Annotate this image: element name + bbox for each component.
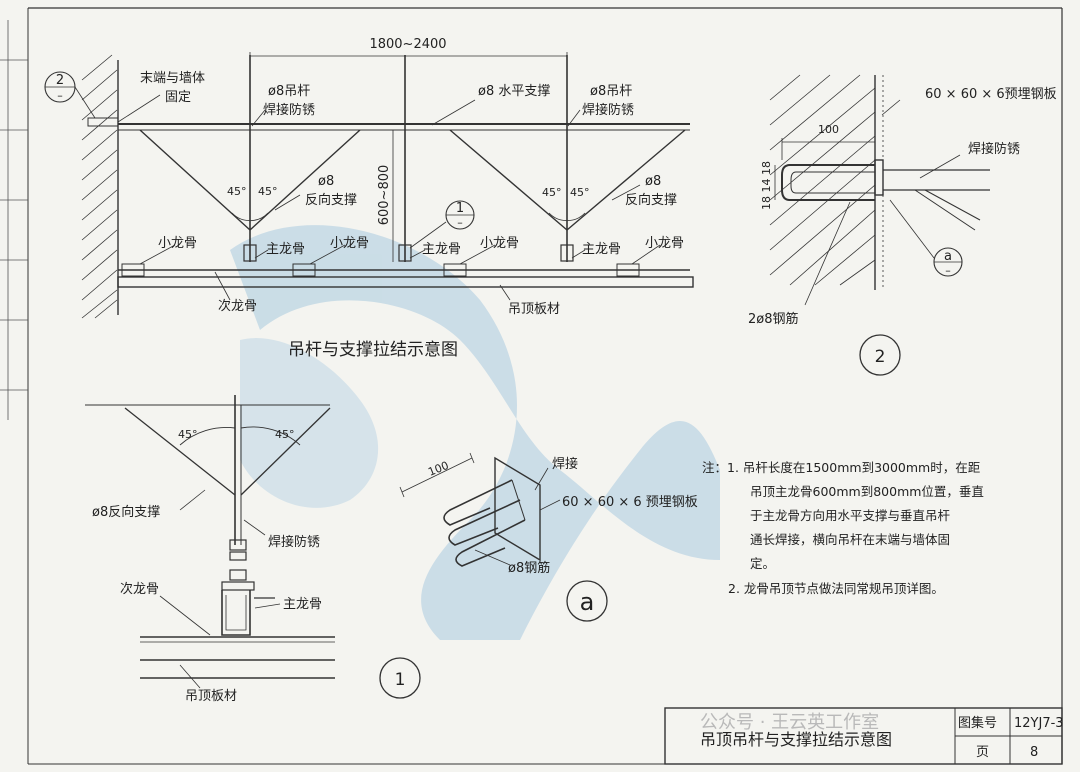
detail-2 [769, 74, 990, 376]
label-secondary-keel: 次龙骨 [120, 581, 159, 597]
detail-1 [85, 395, 421, 699]
callout-2-num: 2 [56, 73, 64, 88]
main-diagram [44, 52, 694, 319]
callout-1-num: 1 [456, 201, 464, 216]
title-block [664, 707, 1063, 765]
detail-1-labels: 45° 45° ø8反向支撑 焊接防锈 次龙骨 主龙骨 吊顶板材 1 [92, 428, 405, 704]
callout-a-num: a [944, 249, 952, 264]
detail-1-label-circle [379, 657, 421, 699]
angle-label: 45° [570, 186, 590, 199]
dimension-height: 600~800 [377, 165, 392, 226]
angle-label: 45° [258, 185, 278, 198]
wall-hatch [81, 54, 118, 319]
label-main-keel: 主龙骨 [283, 597, 322, 612]
label-main-keel: 主龙骨 [266, 242, 305, 257]
small-keel [443, 263, 467, 277]
note-line: 于主龙骨方向用水平支撑与垂直吊杆 [750, 508, 951, 523]
label-ceiling-board: 吊顶板材 [508, 302, 560, 317]
label-small-keel: 小龙骨 [645, 236, 684, 251]
small-keel [121, 263, 145, 277]
watermark-graphic [230, 225, 720, 640]
dim-100: 100 [818, 123, 839, 136]
detail-a-labels: 100 焊接 60 × 60 × 6 预埋钢板 ø8钢筋 a [426, 456, 698, 616]
label-rod-left-1: ø8吊杆 [268, 84, 310, 99]
note-line: 通长焊接，横向吊杆在末端与墙体固 [750, 532, 950, 547]
page-label: 页 [976, 745, 989, 760]
label-main-keel: 主龙骨 [422, 242, 461, 257]
label-rebar: ø8钢筋 [508, 560, 550, 576]
label-rod-right-2: 焊接防锈 [582, 102, 634, 118]
detail-a-label: a [580, 588, 595, 616]
dims-left: 18 14 18 [760, 161, 773, 210]
small-keel [616, 263, 640, 277]
label-rod-left-2: 焊接防锈 [263, 102, 315, 118]
small-keel [292, 263, 316, 277]
label-small-keel: 小龙骨 [480, 236, 519, 251]
label-rebar: 2ø8钢筋 [748, 311, 799, 327]
note-line: 2. 龙骨吊顶节点做法同常规吊顶详图。 [728, 581, 944, 596]
label-ceiling-board: 吊顶板材 [185, 689, 237, 704]
label-reverse: ø8反向支撑 [92, 504, 160, 520]
detail-2-label-circle [859, 334, 901, 376]
main-diagram-title: 吊杆与支撑拉结示意图 [288, 340, 458, 360]
label-plate: 60 × 60 × 6 预埋钢板 [562, 495, 698, 510]
title-block-title: 吊顶吊杆与支撑拉结示意图 [700, 730, 892, 749]
note-line: 吊顶主龙骨600mm到800mm位置，垂直 [750, 484, 984, 499]
label-reverse-mid-2: 反向支撑 [305, 192, 357, 208]
label-rod-right-1: ø8吊杆 [590, 84, 632, 99]
label-horizontal-brace: ø8 水平支撑 [478, 84, 550, 99]
angle-label: 45° [227, 185, 247, 198]
dimension-span: 1800~2400 [369, 37, 446, 52]
label-secondary-keel: 次龙骨 [218, 298, 257, 314]
notes: 注：1. 吊杆长度在1500mm到3000mm时，在距 吊顶主龙骨600mm到8… [702, 460, 984, 596]
label-reverse-mid-1: ø8 [318, 174, 334, 189]
label-weld: 焊接防锈 [968, 141, 1020, 157]
label-small-keel: 小龙骨 [330, 236, 369, 251]
detail-2-label: 2 [875, 347, 886, 367]
label-end-fix-1: 末端与墙体 [140, 71, 205, 86]
label-main-keel: 主龙骨 [582, 242, 621, 257]
label-weld: 焊接 [552, 456, 578, 472]
callout-2-sub: – [57, 89, 63, 102]
atlas-label: 图集号 [958, 715, 997, 731]
label-reverse-right-1: ø8 [645, 174, 661, 189]
callout-1-sub: – [457, 216, 463, 229]
angle-label: 45° [178, 428, 198, 441]
ceiling-board [117, 276, 694, 288]
label-weld: 焊接防锈 [268, 534, 320, 550]
note-line: 注：1. 吊杆长度在1500mm到3000mm时，在距 [702, 460, 980, 475]
detail-a [399, 452, 608, 622]
label-small-keel: 小龙骨 [158, 236, 197, 251]
main-diagram-labels: 1800~2400 末端与墙体 固定 ø8吊杆 焊接防锈 ø8 水平支撑 ø8吊… [56, 37, 684, 360]
label-plate: 60 × 60 × 6预埋钢板 [925, 87, 1057, 102]
angle-label: 45° [542, 186, 562, 199]
callout-a-sub: – [945, 264, 951, 277]
label-end-fix-2: 固定 [165, 90, 191, 105]
page-value: 8 [1030, 745, 1038, 760]
title-block-text: 吊顶吊杆与支撑拉结示意图 图集号 12YJ7-3 页 8 [700, 715, 1064, 760]
detail-2-labels: 60 × 60 × 6预埋钢板 焊接防锈 100 18 14 18 2ø8钢筋 … [748, 87, 1057, 367]
atlas-value: 12YJ7-3 [1014, 716, 1064, 731]
detail-a-label-circle [566, 580, 608, 622]
label-reverse-right-2: 反向支撑 [625, 192, 677, 208]
watermark-text: 公众号 · 王云英工作室 [700, 712, 879, 733]
angle-label: 45° [275, 428, 295, 441]
note-line: 定。 [750, 556, 775, 571]
binding-strip [0, 20, 28, 420]
detail-1-label: 1 [395, 670, 406, 690]
